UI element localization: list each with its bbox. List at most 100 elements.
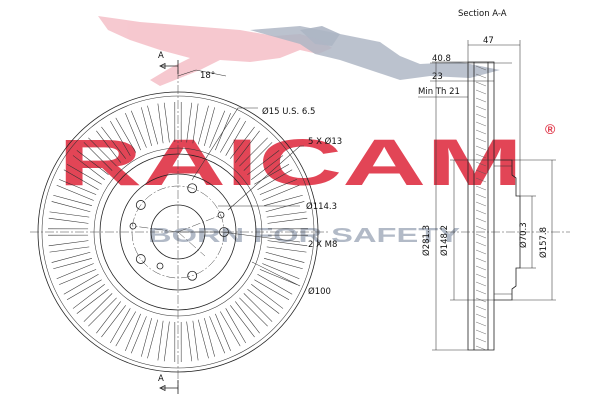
vane-line	[259, 269, 297, 285]
vent-hatch	[475, 321, 487, 327]
vane-line	[257, 274, 293, 295]
vane-line	[88, 297, 117, 327]
vent-hatch	[475, 81, 487, 87]
vane-line	[209, 316, 226, 354]
vane-line	[56, 263, 94, 280]
vane-line	[247, 150, 280, 175]
friction-inner-dimension: Ø148.2	[439, 225, 450, 256]
vane-line	[53, 258, 93, 269]
vent-hatch	[475, 185, 487, 191]
vane-line	[254, 279, 290, 300]
vane-line	[186, 102, 193, 143]
vent-hatch	[475, 121, 487, 127]
vent-hatch	[475, 305, 487, 311]
vane-line	[88, 137, 117, 167]
vane-line	[83, 142, 113, 171]
vane-line	[251, 284, 284, 309]
vane-line	[59, 179, 97, 195]
brand-name: RAICAM	[58, 125, 523, 199]
vane-line	[243, 293, 273, 322]
vane-line	[125, 313, 141, 351]
vane-line	[263, 258, 303, 269]
vent-hatch	[475, 153, 487, 159]
vane-line	[72, 155, 105, 180]
vent-hatch	[475, 289, 487, 295]
vane-line	[157, 320, 164, 361]
cooling-vanes	[48, 102, 308, 362]
vane-line	[96, 301, 121, 334]
section-marker-bottom: A	[158, 374, 164, 384]
vane-line	[186, 321, 193, 362]
vane-line	[197, 319, 209, 359]
vane-line	[235, 301, 260, 334]
vane-line	[225, 120, 246, 156]
vane-line	[262, 263, 300, 280]
vane-line	[48, 240, 89, 247]
vane-line	[263, 195, 303, 206]
vent-hatch	[475, 313, 487, 319]
vent-hatch	[475, 201, 487, 207]
vent-hatch	[475, 217, 487, 223]
thread-dimension: 2 X M8	[308, 240, 337, 250]
vane-line	[147, 319, 159, 359]
section-outer-plate	[467, 61, 495, 351]
vane-line	[76, 289, 109, 314]
bolt-holes-dimension: 5 X Ø13	[308, 136, 342, 147]
brand-tagline: BORN FOR SAFETY	[148, 225, 461, 247]
vane-line	[63, 169, 99, 190]
vane-line	[130, 110, 147, 148]
vent-hatch	[475, 89, 487, 95]
bolt-hole	[135, 200, 146, 210]
vent-hatch	[475, 97, 487, 103]
vent-hatch	[475, 281, 487, 287]
threaded-hole	[217, 211, 225, 219]
vane-line	[262, 184, 300, 201]
vane-line	[243, 142, 273, 171]
vane-line	[141, 107, 152, 147]
vane-line	[259, 179, 297, 195]
bolt-hole	[135, 254, 146, 264]
vane-line	[49, 246, 90, 253]
vent-hatch	[475, 337, 487, 343]
vane-line	[83, 293, 113, 322]
section-hat	[494, 159, 521, 301]
vane-line	[239, 297, 268, 327]
vane-line	[215, 313, 231, 351]
vane-line	[115, 311, 136, 347]
vane-line	[130, 316, 147, 354]
vane-line	[110, 120, 131, 156]
vane-line	[115, 117, 136, 153]
vent-channels	[475, 65, 487, 351]
vent-hatch	[475, 73, 487, 79]
thickness-dimension: 23	[432, 72, 443, 82]
threaded-hole	[129, 222, 137, 230]
panther-head-shape	[300, 26, 340, 46]
vane-line	[110, 308, 131, 344]
vane-line	[125, 113, 141, 151]
vane-line	[230, 305, 255, 338]
vane-line	[51, 201, 91, 213]
panther-body-shape	[98, 16, 332, 86]
vane-line	[230, 126, 255, 159]
min-thickness-dimension: Min Th 21	[418, 87, 460, 97]
vane-line	[59, 269, 97, 285]
center-hole-dimension: Ø15 U.S. 6.5	[262, 106, 315, 117]
vane-line	[49, 211, 90, 218]
vent-hatch	[475, 161, 487, 167]
vane-line	[66, 279, 102, 300]
panther-logo	[98, 16, 500, 86]
vane-line	[266, 246, 307, 253]
vane-line	[251, 155, 284, 180]
vent-hatch	[475, 169, 487, 175]
vent-hatch	[475, 209, 487, 215]
vane-line	[76, 150, 109, 175]
vane-line	[220, 117, 241, 153]
vane-line	[101, 305, 126, 338]
vane-line	[254, 164, 290, 185]
vane-line	[141, 317, 152, 357]
vane-line	[96, 130, 121, 163]
vent-hatch	[475, 145, 487, 151]
vane-line	[204, 107, 215, 147]
vane-line	[192, 320, 199, 361]
vane-line	[197, 105, 209, 145]
